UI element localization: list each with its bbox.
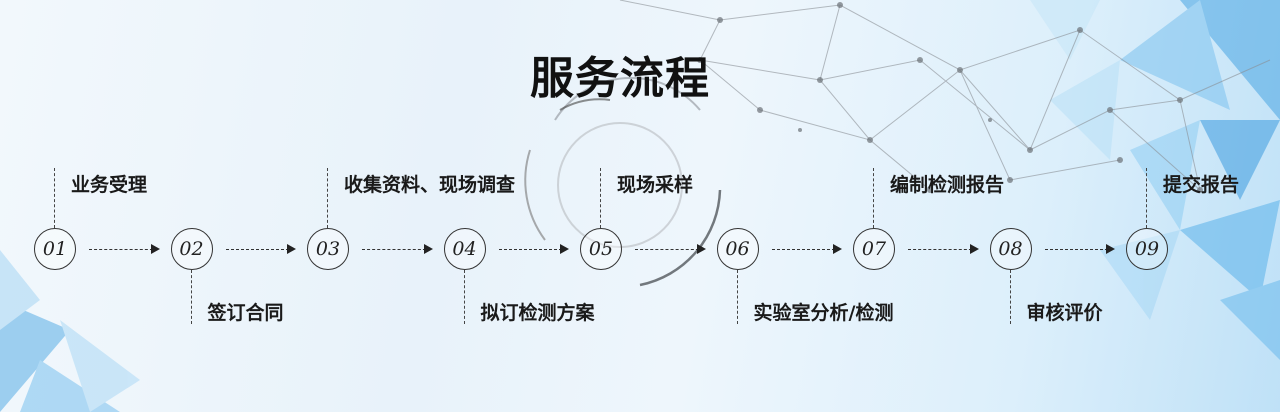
step-connector-05 <box>600 168 601 228</box>
step-circle-01: 01 <box>34 228 76 270</box>
left-triangle-pattern <box>0 250 140 412</box>
flow-arrow-07 <box>908 244 978 254</box>
step-connector-07 <box>873 168 874 228</box>
flow-arrow-06 <box>771 244 842 254</box>
step-label-09: 提交报告 <box>1163 174 1240 196</box>
step-connector-01 <box>54 168 55 228</box>
step-label-05: 现场采样 <box>617 174 694 196</box>
right-triangle-pattern <box>1030 0 1280 360</box>
step-connector-08 <box>1009 270 1011 324</box>
flow-arrow-05 <box>635 244 705 254</box>
step-circle-02: 02 <box>170 228 213 270</box>
step-circle-05: 05 <box>580 228 622 270</box>
step-label-08: 审核评价 <box>1026 302 1103 324</box>
step-connector-09 <box>1146 168 1147 228</box>
step-label-04: 拟订检测方案 <box>480 302 595 324</box>
step-circle-04: 04 <box>443 228 486 270</box>
flow-arrow-03 <box>362 244 432 254</box>
step-label-07: 编制检测报告 <box>890 174 1005 196</box>
step-connector-02 <box>190 270 192 324</box>
step-circle-03: 03 <box>307 228 349 270</box>
step-label-01: 业务受理 <box>71 174 148 196</box>
step-connector-04 <box>463 270 465 324</box>
page-title: 服务流程 <box>530 53 710 104</box>
flow-arrow-04 <box>498 244 569 254</box>
step-circle-07: 07 <box>853 228 895 270</box>
step-label-06: 实验室分析/检测 <box>753 302 894 324</box>
network-dots <box>697 2 1203 193</box>
step-circle-09: 09 <box>1126 228 1168 270</box>
step-label-02: 签订合同 <box>207 302 284 324</box>
step-connector-03 <box>327 168 328 228</box>
flow-arrow-08 <box>1044 244 1115 254</box>
flow-arrow-02 <box>225 244 296 254</box>
step-circle-06: 06 <box>716 228 759 270</box>
step-connector-06 <box>736 270 738 324</box>
step-circle-08: 08 <box>989 228 1032 270</box>
step-label-03: 收集资料、现场调查 <box>344 174 516 196</box>
flow-arrow-01 <box>89 244 159 254</box>
